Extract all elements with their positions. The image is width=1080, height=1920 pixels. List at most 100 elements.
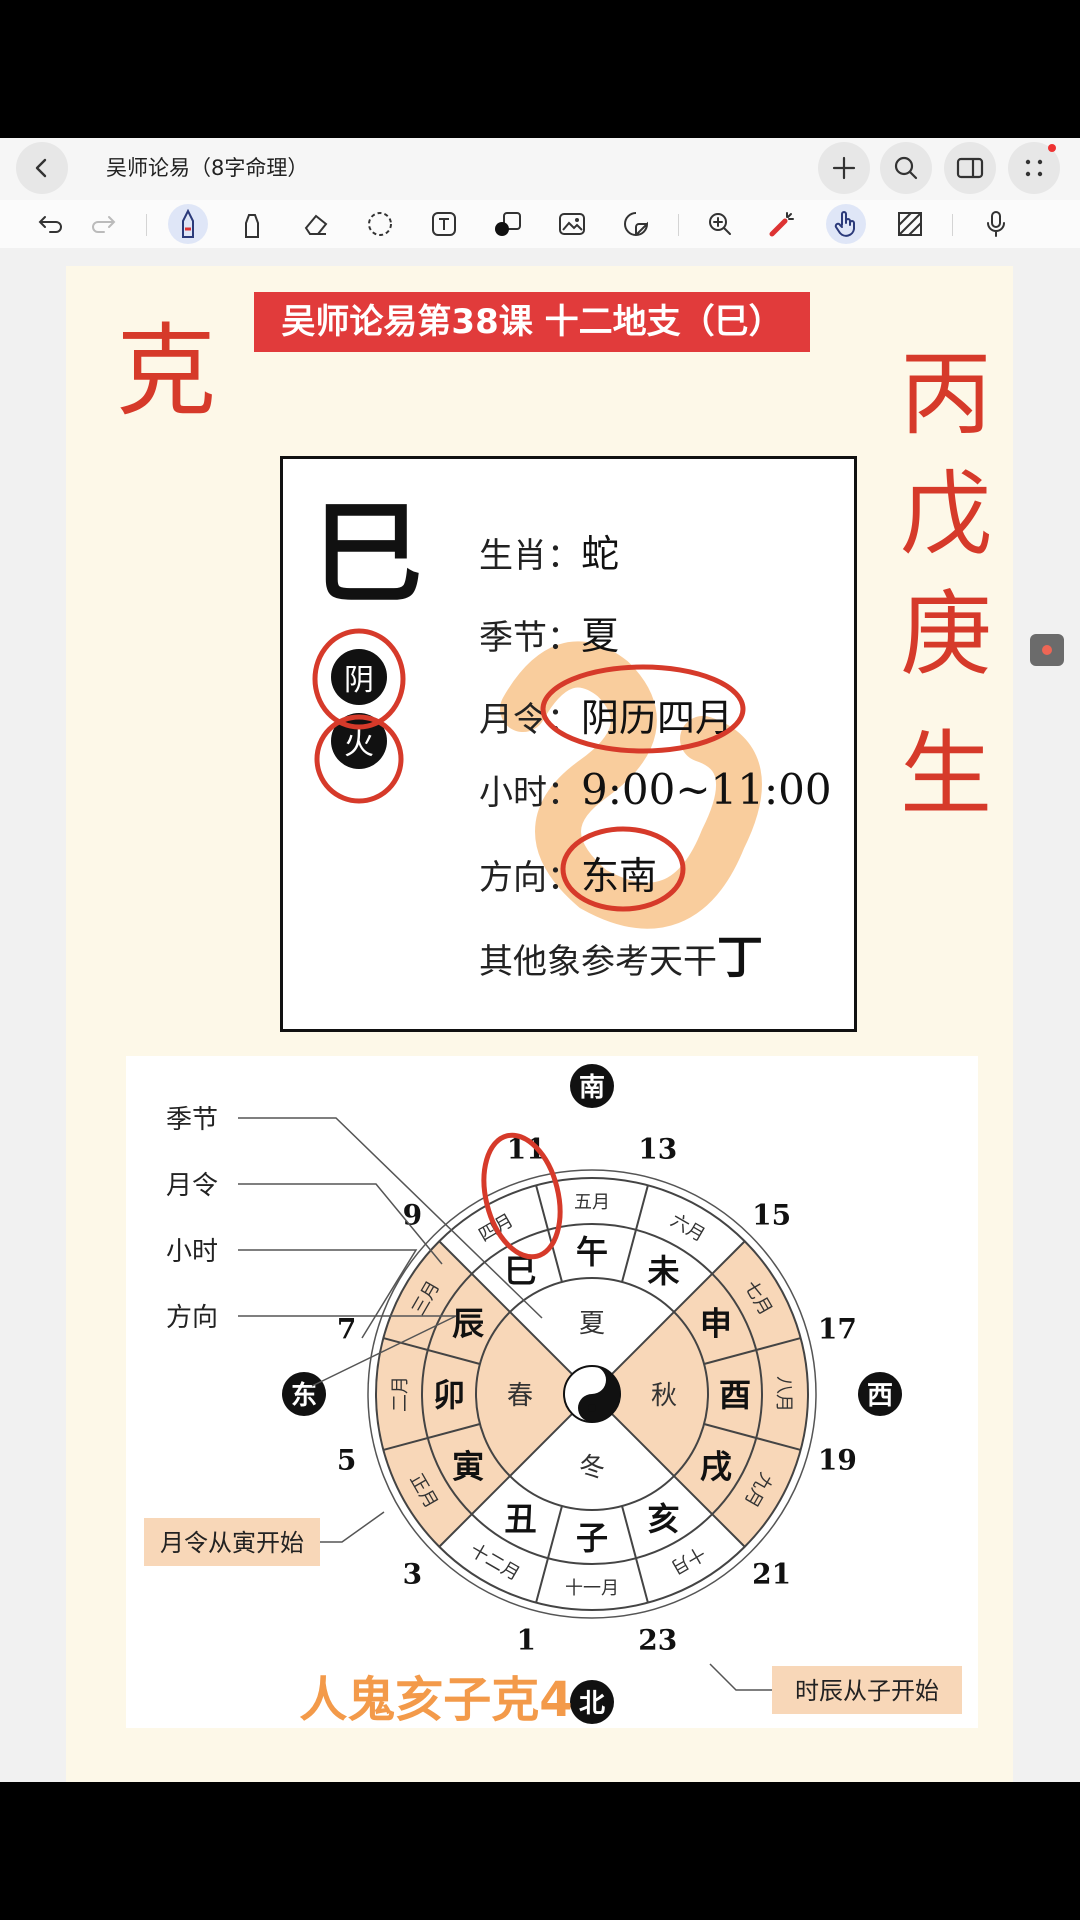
marker-icon (245, 214, 259, 238)
info-row-zodiac: 生肖：蛇 (479, 523, 619, 578)
wheel-branch-label: 卯 (433, 1376, 465, 1414)
undo-icon (38, 216, 62, 233)
wheel-branch-label: 子 (576, 1519, 608, 1557)
handwritten-geng: 庚 (900, 581, 992, 688)
wheel-divider (621, 1185, 649, 1283)
toolbar-separator (678, 214, 679, 236)
pen-tool[interactable] (168, 204, 208, 244)
info-row-stem: 其他象参考天干丁 (479, 921, 763, 987)
image-tool[interactable] (552, 204, 592, 244)
hand-tool[interactable] (826, 204, 866, 244)
note-canvas[interactable]: 吴师论易第38课 十二地支（巳） 克 丙 戊 庚 生 巳 阴 火 生肖：蛇 季节… (0, 248, 1080, 1782)
wheel-branch-label: 寅 (452, 1448, 484, 1486)
plus-icon (832, 156, 856, 180)
note-page[interactable]: 吴师论易第38课 十二地支（巳） 克 丙 戊 庚 生 巳 阴 火 生肖：蛇 季节… (66, 266, 1013, 1782)
zoom-tool[interactable] (700, 204, 740, 244)
drawing-toolbar (0, 200, 1080, 249)
row-value: 9:00~11:00 (581, 765, 832, 814)
shapes-icon (495, 212, 521, 236)
wheel-legend-leader (238, 1315, 457, 1387)
row-label: 小时： (479, 773, 581, 813)
wheel-branch-label: 午 (576, 1233, 608, 1271)
more-button[interactable] (1008, 142, 1060, 194)
laser-tool[interactable] (762, 204, 802, 244)
yin-badge: 阴 (331, 649, 387, 705)
row-value: 东南 (581, 854, 658, 898)
sticker-tool[interactable] (616, 204, 656, 244)
wheel-hour-label: 23 (638, 1623, 677, 1656)
voice-input-button[interactable] (976, 204, 1016, 244)
wheel-divider (383, 1423, 481, 1451)
wheel-hour-label: 19 (818, 1444, 857, 1477)
marker-tool[interactable] (232, 204, 272, 244)
wheel-branch-label: 戌 (700, 1448, 732, 1486)
title-bar: 吴师论易（8字命理） (0, 138, 1080, 200)
handwritten-sheng: 生 (900, 721, 992, 828)
yin-yang-dot (588, 1376, 596, 1384)
grid-dots-icon (1025, 159, 1043, 177)
info-row-month: 月令：阴历四月 (479, 687, 733, 742)
back-button[interactable] (16, 142, 68, 194)
wheel-quadrant-line (611, 1413, 675, 1477)
wheel-divider (383, 1337, 481, 1365)
wheel-season-label: 秋 (651, 1381, 677, 1411)
handwriting-right: 丙 戊 庚 生 (900, 341, 992, 828)
wheel-branch-label: 未 (647, 1252, 679, 1290)
eraser-icon (304, 214, 328, 235)
split-view-button[interactable] (944, 142, 996, 194)
wheel-month-label: 十二月 (466, 1540, 523, 1585)
wheel-hour-label: 15 (752, 1198, 791, 1231)
row-value: 丁 (717, 930, 763, 984)
direction-badge (570, 1064, 614, 1108)
wheel-legend-label: 季节 (166, 1105, 218, 1135)
lesson-banner: 吴师论易第38课 十二地支（巳） (254, 292, 810, 352)
direction-label: 北 (579, 1689, 605, 1719)
pen-icon (182, 209, 194, 238)
lasso-tool[interactable] (360, 204, 400, 244)
wheel-hour-label: 7 (337, 1312, 356, 1345)
ink-circle-si (481, 1132, 563, 1260)
ink-annotations (312, 628, 746, 912)
chevron-left-icon (35, 158, 47, 178)
hatch-pattern-icon (898, 212, 922, 236)
wheel-legend-label: 小时 (166, 1237, 218, 1267)
info-row-hour: 小时：9:00~11:00 (479, 765, 832, 814)
wheel-divider (535, 1185, 563, 1283)
record-dot-icon (1042, 645, 1052, 655)
wheel-outer-ring (367, 1169, 817, 1619)
wheel-legend-label: 方向 (166, 1303, 218, 1333)
handwritten-bing: 丙 (900, 341, 992, 448)
handwritten-ke: 克 (116, 313, 216, 430)
wheel-hour-label: 21 (752, 1558, 791, 1591)
diagram-caption: 人鬼亥子克4 (299, 1672, 572, 1728)
wheel-divider (703, 1337, 801, 1365)
redo-button[interactable] (84, 204, 124, 244)
pattern-tool[interactable] (890, 204, 930, 244)
wheel-legend-label: 月令 (166, 1171, 218, 1201)
wheel-month-label: 六月 (667, 1210, 709, 1246)
split-view-icon (956, 157, 984, 179)
shapes-tool[interactable] (488, 204, 528, 244)
row-value: 阴历四月 (581, 696, 734, 740)
wheel-month-label: 十月 (667, 1542, 709, 1578)
wheel-season-label: 夏 (579, 1309, 605, 1339)
zoom-in-icon (709, 213, 731, 235)
add-page-button[interactable] (818, 142, 870, 194)
month-start-note: 月令从寅开始 (160, 1529, 304, 1557)
wheel-hour-label: 1 (517, 1623, 536, 1656)
wheel-divider (703, 1423, 801, 1451)
month-note-leader (320, 1511, 385, 1543)
search-button[interactable] (880, 142, 932, 194)
wheel-west-sector (611, 1241, 808, 1547)
side-panel-handle[interactable] (1030, 634, 1064, 666)
undo-button[interactable] (30, 204, 70, 244)
status-bar-area (0, 0, 1080, 138)
wheel-month-label: 二月 (390, 1376, 411, 1412)
eraser-tool[interactable] (296, 204, 336, 244)
wheel-quadrant-line (509, 1413, 573, 1477)
wheel-divider (673, 1240, 746, 1313)
wheel-ring-1 (421, 1223, 763, 1565)
wheel-hour-label: 17 (818, 1312, 857, 1345)
text-tool[interactable] (424, 204, 464, 244)
